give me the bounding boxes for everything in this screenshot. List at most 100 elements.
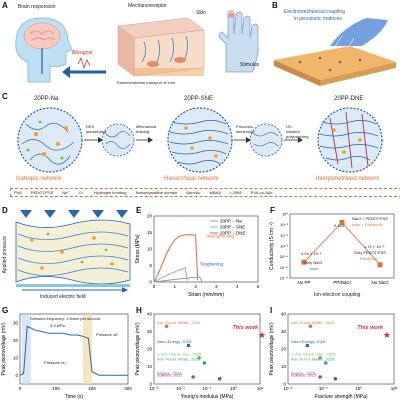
reference-point xyxy=(308,324,313,329)
reference-point xyxy=(197,355,201,360)
x-axis-label: Fracture strength (MPa) xyxy=(314,394,367,400)
x-tick-label: 4 xyxy=(236,284,239,289)
y-tick-label: 20 xyxy=(147,214,153,219)
panel-c-label: C xyxy=(2,92,8,101)
net1-title: 20PP-Na xyxy=(34,96,59,102)
conductivity-point xyxy=(377,262,383,268)
reference-point xyxy=(191,375,195,379)
panel-f-label: F xyxy=(270,206,275,215)
step1-label: DES substituting xyxy=(86,124,107,134)
net3-title: 20PP-DNE xyxy=(334,96,364,102)
net2-title: 20PP-SNE xyxy=(184,96,214,102)
reference-label: J. Am. Chem. Soc., 2025 xyxy=(291,351,336,356)
x-tick-label: No NaCl xyxy=(371,280,388,285)
ann2b-label: Ionic xyxy=(310,266,319,271)
x-tick-label: 0 xyxy=(19,386,22,391)
coupling-label: Ion-electron coupling xyxy=(314,292,361,298)
mechanoreceptor-label: Mechanoreceptor xyxy=(128,3,167,9)
induced-field-label: Induced electric field xyxy=(40,294,86,300)
legend-entry: 20PP − DNE xyxy=(220,231,246,236)
isotropic-network-circle xyxy=(17,107,83,173)
legend-hbond: Hydrogen bonding xyxy=(93,190,127,195)
y-tick-label: 30 xyxy=(13,320,19,325)
reference-point xyxy=(164,324,169,329)
x-axis-label: Strain (mm/mm) xyxy=(188,292,224,298)
val1-label: 0.164 xyxy=(334,223,345,228)
x-tick-label: 10⁰ xyxy=(230,386,237,391)
panel-b: B Electromechanical coupling in piezoion… xyxy=(270,0,400,88)
legend-entry: 20PP − SNE xyxy=(220,225,245,230)
val3-label: 1.72 × 10⁻⁵ xyxy=(364,244,385,249)
legend-cl: Cl⁻ xyxy=(78,190,85,195)
y-tick-label: 10⁻³ xyxy=(280,244,289,249)
legend-pva-co-aac: PVA-co-AAc xyxy=(250,190,273,195)
toughening-label: Toughening xyxy=(200,262,224,267)
x-tick-label: No PP xyxy=(297,280,310,285)
reference-point xyxy=(305,343,310,348)
x-tick-label: 0 xyxy=(153,284,156,289)
reference-label: Adv. Funct. Mater., 2024 xyxy=(291,320,335,325)
reference-label: Science, 2022 xyxy=(291,372,317,377)
legend-i2959: I-2959 xyxy=(230,190,242,195)
plot-frame xyxy=(289,213,395,279)
pressure-field-illustration xyxy=(15,210,131,292)
reference-label: Nano Energy, 2025 xyxy=(157,339,192,344)
plot-frame xyxy=(153,313,261,385)
y-tick-label: 10 xyxy=(281,364,287,369)
plot-frame xyxy=(19,313,129,385)
x-tick-label: 10⁻² xyxy=(176,386,185,391)
y-tick-label: 40 xyxy=(147,312,153,317)
pressure-off-label: Pressure off xyxy=(96,332,118,337)
pressure-on-label: Pressure on xyxy=(44,360,66,365)
y-tick-label: 40 xyxy=(281,312,287,317)
y-tick-label: 10 xyxy=(147,364,153,369)
net1-type: Isotropic network xyxy=(16,176,62,182)
x-tick-label: 10¹ xyxy=(257,386,264,391)
panel-d-label: D xyxy=(2,206,8,215)
reference-label: J. Am. Chem. Soc., 2025 xyxy=(157,351,202,356)
y-axis-label: Peak piezovoltage (mV) xyxy=(1,322,7,375)
this-work-label: This work xyxy=(232,325,259,331)
piezovoltage-modulus-chart: Young's modulus (MPa)Peak piezovoltage (… xyxy=(135,312,266,401)
reference-point xyxy=(217,376,222,381)
x-axis-label: Time (s) xyxy=(65,394,83,400)
panel-c: C 20PP-Na 20PP-SNE 20PP-DNE xyxy=(0,92,400,202)
this-work-star: ★ xyxy=(383,330,391,340)
x-tick-label: 10¹ xyxy=(391,386,398,391)
y-tick-label: 10⁰ xyxy=(282,212,288,217)
legend-pedot: PEDOT:PSS xyxy=(30,190,54,195)
y-tick-label: 20 xyxy=(13,338,19,343)
panel-h: H Young's modulus (MPa)Peak piezovoltage… xyxy=(134,306,266,409)
y-tick-label: 30 xyxy=(147,329,153,334)
applied-pressure-label: Applied pressure xyxy=(2,236,8,274)
panel-b-caption-2: in piezoionic matrices xyxy=(294,16,342,22)
ann1-label: NaCl + PEDOT:PSS xyxy=(352,216,388,221)
legend-pva: PVA xyxy=(14,190,22,195)
y-tick-label: 10 xyxy=(147,247,153,252)
y-tick-label: 10⁻⁵ xyxy=(280,265,289,270)
frequency-label: Stimulus frequency: 3 times per second xyxy=(30,316,101,321)
x-tick-label: 10⁻¹ xyxy=(319,386,328,391)
y-tick-label: 10⁻² xyxy=(280,233,289,238)
legend-entry: 20PP − Na xyxy=(220,219,242,224)
plot-frame xyxy=(153,215,259,283)
val2-label: 3.04 × 10⁻⁵ xyxy=(301,251,322,256)
series-line xyxy=(153,267,188,283)
conductivity-point xyxy=(301,259,307,265)
conductivity-chart: Conductivity (S cm⁻¹)10⁻⁶10⁻⁵10⁻⁴10⁻³10⁻… xyxy=(269,212,395,285)
pressure-off-band xyxy=(83,314,92,384)
y-tick-label: 0 xyxy=(149,382,152,387)
y-axis-label: Peak piezovoltage (mV) xyxy=(135,322,141,375)
y-tick-label: 15 xyxy=(147,230,153,235)
series-line xyxy=(153,234,199,283)
panel-g-label: G xyxy=(2,306,9,315)
y-tick-label: 5 xyxy=(149,263,152,268)
conductivity-point xyxy=(339,219,345,225)
reference-point xyxy=(186,343,191,348)
legend-mbaa: MBAA xyxy=(209,190,222,195)
reference-point xyxy=(333,376,338,381)
panel-b-label: B xyxy=(272,1,278,10)
